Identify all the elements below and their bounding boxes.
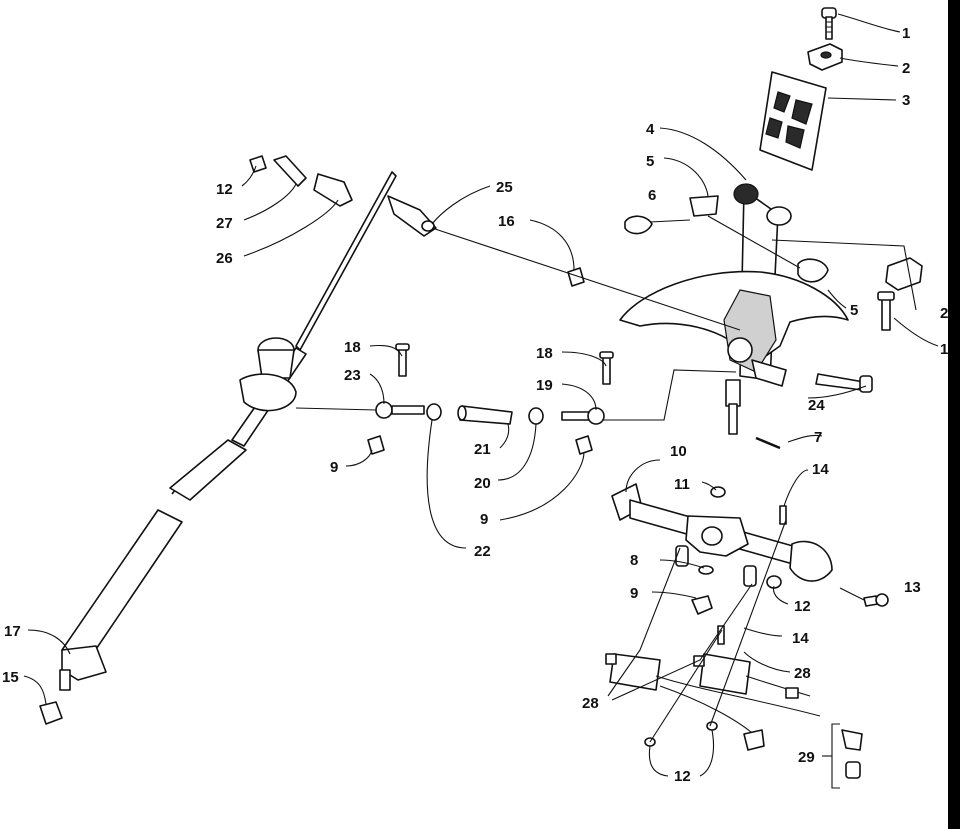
- callout-12-mid: 12: [794, 598, 811, 615]
- callout-19: 19: [536, 377, 553, 394]
- callout-21: 21: [474, 441, 491, 458]
- right-edge-bar: [948, 0, 960, 829]
- callout-12-top: 12: [216, 181, 233, 198]
- callout-3: 3: [902, 92, 910, 109]
- callout-14-lower: 14: [792, 630, 809, 647]
- sensor-harness: [605, 653, 863, 779]
- callout-9-left: 9: [330, 459, 338, 476]
- callout-4: 4: [646, 121, 655, 138]
- callout-5-left: 5: [646, 153, 654, 170]
- callout-8: 8: [630, 552, 638, 569]
- callout-29: 29: [798, 749, 815, 766]
- tie-rod-assembly: [367, 343, 614, 455]
- steering-shaft: [39, 171, 397, 725]
- callout-11: 11: [674, 476, 690, 493]
- lower-pivot-bracket: [611, 483, 889, 645]
- callout-9-lower: 9: [630, 585, 638, 602]
- callout-1-top: 1: [902, 25, 910, 42]
- leader-lines: [23, 13, 939, 789]
- callout-7: 7: [814, 429, 822, 446]
- callout-13: 13: [904, 579, 921, 596]
- callout-6: 6: [648, 187, 656, 204]
- callout-26: 26: [216, 250, 233, 267]
- callout-16: 16: [498, 213, 515, 230]
- callout-5-right: 5: [850, 302, 858, 319]
- callout-24: 24: [808, 397, 825, 414]
- callout-18-left: 18: [344, 339, 361, 356]
- callout-17: 17: [4, 623, 21, 640]
- callout-23: 23: [344, 367, 361, 384]
- callout-22: 22: [474, 543, 491, 560]
- callout-18-right: 18: [536, 345, 553, 362]
- callout-2-top: 2: [902, 60, 910, 77]
- callout-20: 20: [474, 475, 491, 492]
- callout-12-bottom: 12: [674, 768, 691, 785]
- callout-10: 10: [670, 443, 687, 460]
- callout-15: 15: [2, 669, 19, 686]
- callout-25: 25: [496, 179, 513, 196]
- upper-linkage: [249, 155, 585, 287]
- callout-28-left: 28: [582, 695, 599, 712]
- callout-2-right: 2: [940, 305, 948, 322]
- callout-9-center: 9: [480, 511, 488, 528]
- callout-27: 27: [216, 215, 233, 232]
- callout-28-right: 28: [794, 665, 811, 682]
- callout-14-top: 14: [812, 461, 829, 478]
- callout-labels: 1 2 3 4 5 6 5 2 1 12 27 26 25 16 18 23 9…: [2, 25, 948, 785]
- callout-1-right: 1: [940, 341, 948, 358]
- steering-support-bracket: [619, 270, 873, 450]
